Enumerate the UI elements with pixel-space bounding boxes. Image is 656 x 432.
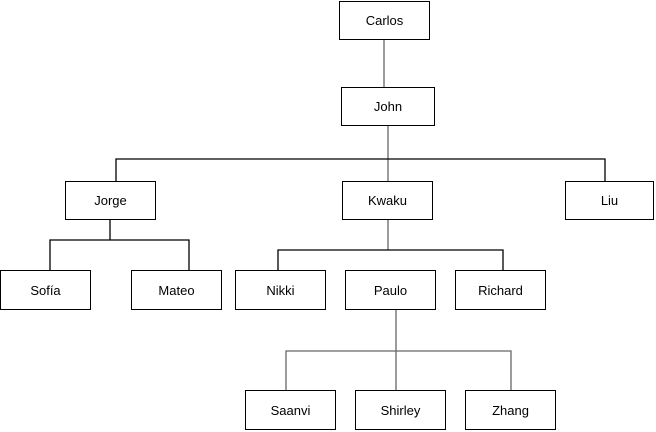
node-john[interactable]: John [341, 87, 435, 126]
connector-kwaku-children [277, 249, 504, 270]
node-label: Sofía [30, 282, 61, 298]
connector-john-children [115, 158, 606, 181]
node-sofia[interactable]: Sofía [0, 270, 91, 310]
node-paulo[interactable]: Paulo [345, 270, 436, 310]
node-label: Paulo [373, 282, 408, 298]
node-label: Richard [478, 282, 523, 298]
node-shirley[interactable]: Shirley [355, 390, 446, 430]
node-label: Liu [600, 193, 619, 208]
node-label: Zhang [492, 402, 529, 418]
node-label: Nikki [266, 282, 295, 298]
node-zhang[interactable]: Zhang [465, 390, 556, 430]
node-label: John [373, 99, 403, 114]
connector-jorge-children [49, 239, 190, 270]
node-label: Carlos [365, 13, 404, 28]
node-kwaku[interactable]: Kwaku [342, 181, 433, 220]
node-nikki[interactable]: Nikki [235, 270, 326, 310]
connector-paulo-children [285, 350, 512, 390]
node-richard[interactable]: Richard [455, 270, 546, 310]
node-label: Kwaku [367, 193, 408, 208]
node-label: Saanvi [270, 402, 311, 418]
node-carlos[interactable]: Carlos [339, 1, 430, 40]
node-saanvi[interactable]: Saanvi [245, 390, 336, 430]
node-mateo[interactable]: Mateo [131, 270, 222, 310]
node-label: Shirley [380, 402, 421, 418]
node-label: Mateo [158, 282, 195, 298]
node-label: Jorge [94, 193, 127, 208]
node-jorge[interactable]: Jorge [65, 181, 156, 220]
node-liu[interactable]: Liu [565, 181, 654, 220]
